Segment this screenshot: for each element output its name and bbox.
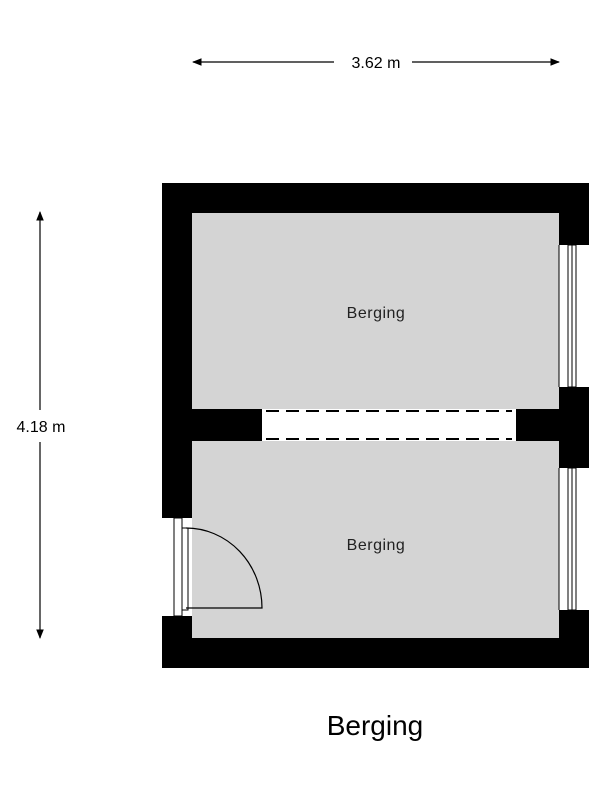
width-dimension-label: 3.62 m [352,55,401,72]
room-label-top: Berging [347,305,406,322]
room-floor-bottom [192,441,559,638]
window-right-top [558,244,589,388]
internal-opening-gap [262,409,516,441]
room-label-bottom: Berging [347,537,406,554]
door-swing-arc [185,527,263,609]
room-floor-top [192,213,559,409]
height-dimension: 4.18 m [17,211,66,639]
width-dimension: 3.62 m [192,55,560,72]
window-right-bottom [558,467,589,611]
door-leaf [181,527,189,611]
floor-title: Berging [326,710,424,741]
height-dimension-label: 4.18 m [17,419,66,436]
door-left [162,517,263,617]
door-frame [173,517,183,617]
internal-opening [262,409,516,441]
